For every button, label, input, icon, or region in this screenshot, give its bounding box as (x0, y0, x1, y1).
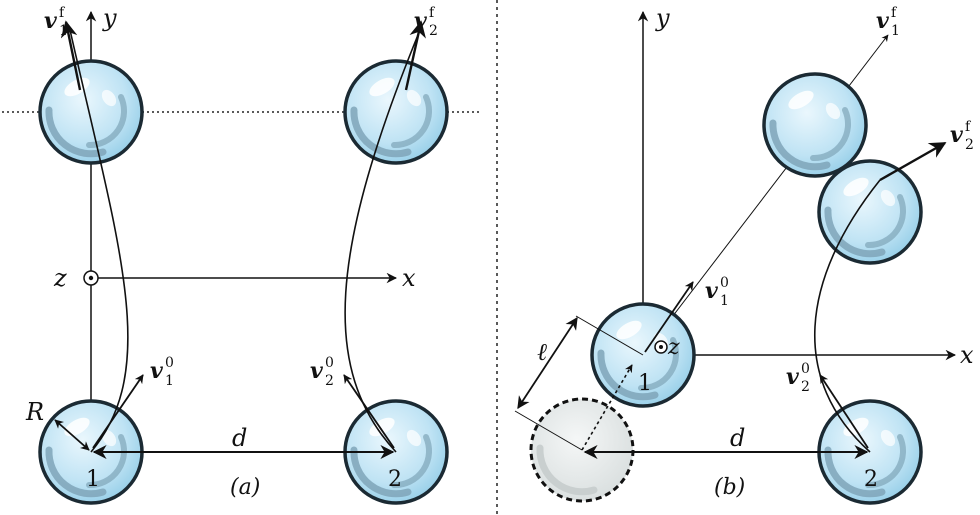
svg-text:f: f (429, 5, 436, 21)
panel-b-l-label: ℓ (537, 338, 547, 366)
panel-a-v10-arrow (92, 374, 144, 449)
panel-a-trajectory-2 (344, 29, 421, 453)
panel-b: y x z ℓ d 1 2 (b) v f 1 v f 2 v 0 1 v 0 … (514, 4, 974, 503)
panel-b-trajectory-2 (813, 179, 881, 453)
svg-text:0: 0 (720, 275, 729, 291)
svg-text:2: 2 (429, 23, 438, 39)
panel-b-v10-label: v 0 1 (705, 275, 729, 309)
panel-a-sphere-2-final (345, 61, 447, 163)
svg-text:1: 1 (720, 293, 729, 309)
panel-b-caption: (b) (714, 475, 745, 500)
svg-text:2: 2 (801, 379, 810, 395)
panel-a-v1f-label: v f 1 (44, 5, 68, 39)
panel-a-v10-label: v 0 1 (150, 355, 174, 389)
panel-b-y-label: y (655, 4, 670, 32)
panel-a-sphere-1-label: 1 (86, 467, 100, 492)
svg-text:v: v (44, 8, 57, 34)
panel-b-v1f-label: v f 1 (876, 5, 900, 39)
svg-text:f: f (59, 5, 66, 21)
svg-text:0: 0 (325, 355, 334, 371)
svg-text:2: 2 (965, 137, 974, 153)
panel-a-y-label: y (102, 4, 117, 32)
panel-b-z-label: z (667, 335, 680, 360)
panel-a-v20-label: v 0 2 (310, 355, 334, 389)
svg-text:v: v (310, 358, 323, 384)
svg-text:1: 1 (165, 373, 174, 389)
panel-b-sphere-2-label: 2 (864, 467, 878, 492)
svg-text:v: v (876, 8, 889, 34)
svg-text:v: v (786, 364, 799, 390)
panel-a-v2f-label: v f 2 (414, 5, 438, 39)
svg-text:v: v (950, 122, 963, 148)
panel-a-d-label: d (232, 424, 247, 452)
panel-b-sphere-1-final (764, 74, 866, 176)
svg-text:2: 2 (325, 373, 334, 389)
panel-b-v2f-label: v f 2 (950, 119, 974, 153)
panel-b-v20-label: v 0 2 (786, 361, 810, 395)
svg-text:1: 1 (891, 23, 900, 39)
panel-b-v20-arrow (819, 374, 869, 449)
panel-a-v1f-arrow (60, 20, 82, 91)
panel-a-caption: (a) (230, 475, 260, 500)
panel-a-sphere-2-label: 2 (388, 467, 402, 492)
panel-a-sphere-1-final (40, 61, 142, 163)
panel-a-trajectory-1 (69, 29, 129, 453)
panel-a-v20-arrow (343, 374, 395, 449)
panel-a-radius-arrow (54, 419, 90, 451)
panel-a-z-label: z (53, 264, 67, 292)
svg-text:1: 1 (59, 23, 68, 39)
panel-b-l-arrow (517, 316, 578, 410)
panel-b-d-label: d (730, 424, 745, 452)
panel-b-offset-arrow (581, 364, 633, 451)
panel-a-v2f-arrow (404, 20, 426, 91)
panel-b-x-label: x (960, 341, 974, 369)
svg-text:v: v (705, 278, 718, 304)
panel-b-v2f-arrow (879, 141, 947, 182)
svg-text:v: v (414, 8, 427, 34)
svg-text:f: f (965, 119, 972, 135)
panel-a-x-label: x (402, 264, 416, 292)
panel-b-sphere-2-final (819, 161, 921, 263)
panel-a-R-label: R (25, 398, 44, 426)
svg-text:f: f (891, 5, 898, 21)
panel-b-sphere-1-label: 1 (638, 371, 652, 396)
panel-a: y x z R d 1 2 (a) v f 1 v f 2 v 0 1 v 0 … (2, 4, 480, 503)
svg-text:0: 0 (801, 361, 810, 377)
svg-text:0: 0 (165, 355, 174, 371)
svg-text:v: v (150, 358, 163, 384)
panel-b-v10-arrow (644, 281, 694, 353)
